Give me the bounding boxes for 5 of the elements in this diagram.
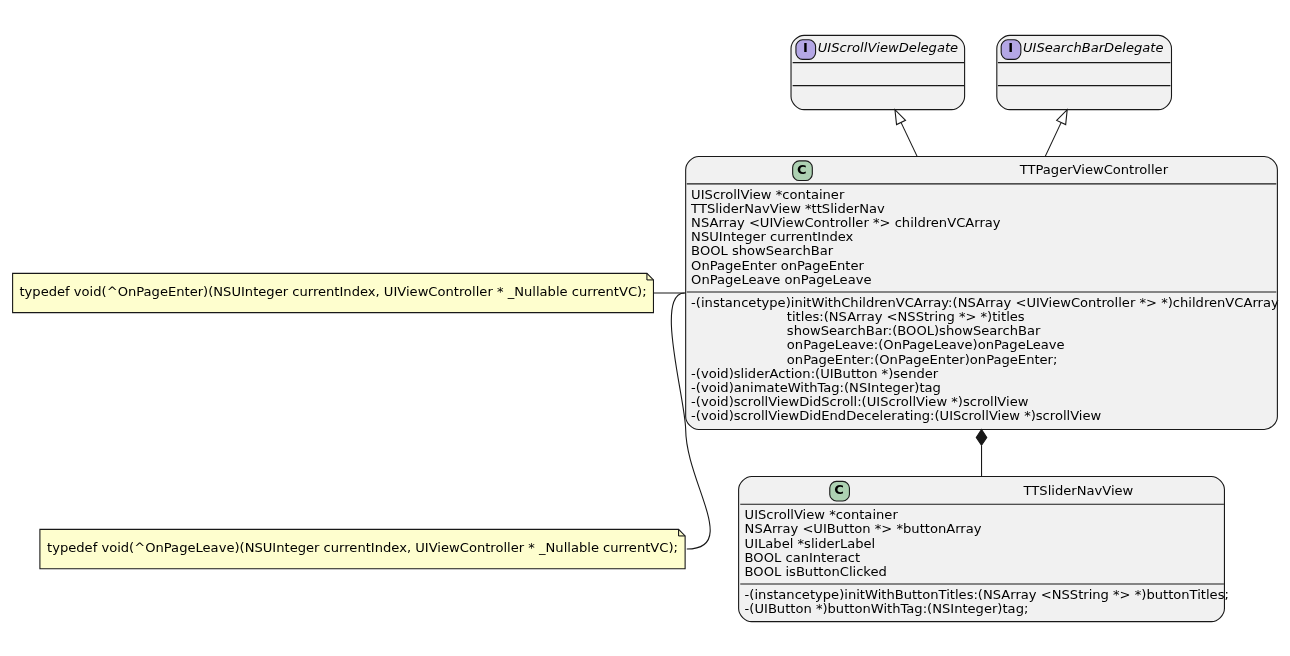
arrow [1044, 107, 1068, 157]
connector [652, 291, 687, 294]
connector [975, 428, 988, 477]
connector [670, 291, 711, 550]
arrow [894, 107, 918, 157]
